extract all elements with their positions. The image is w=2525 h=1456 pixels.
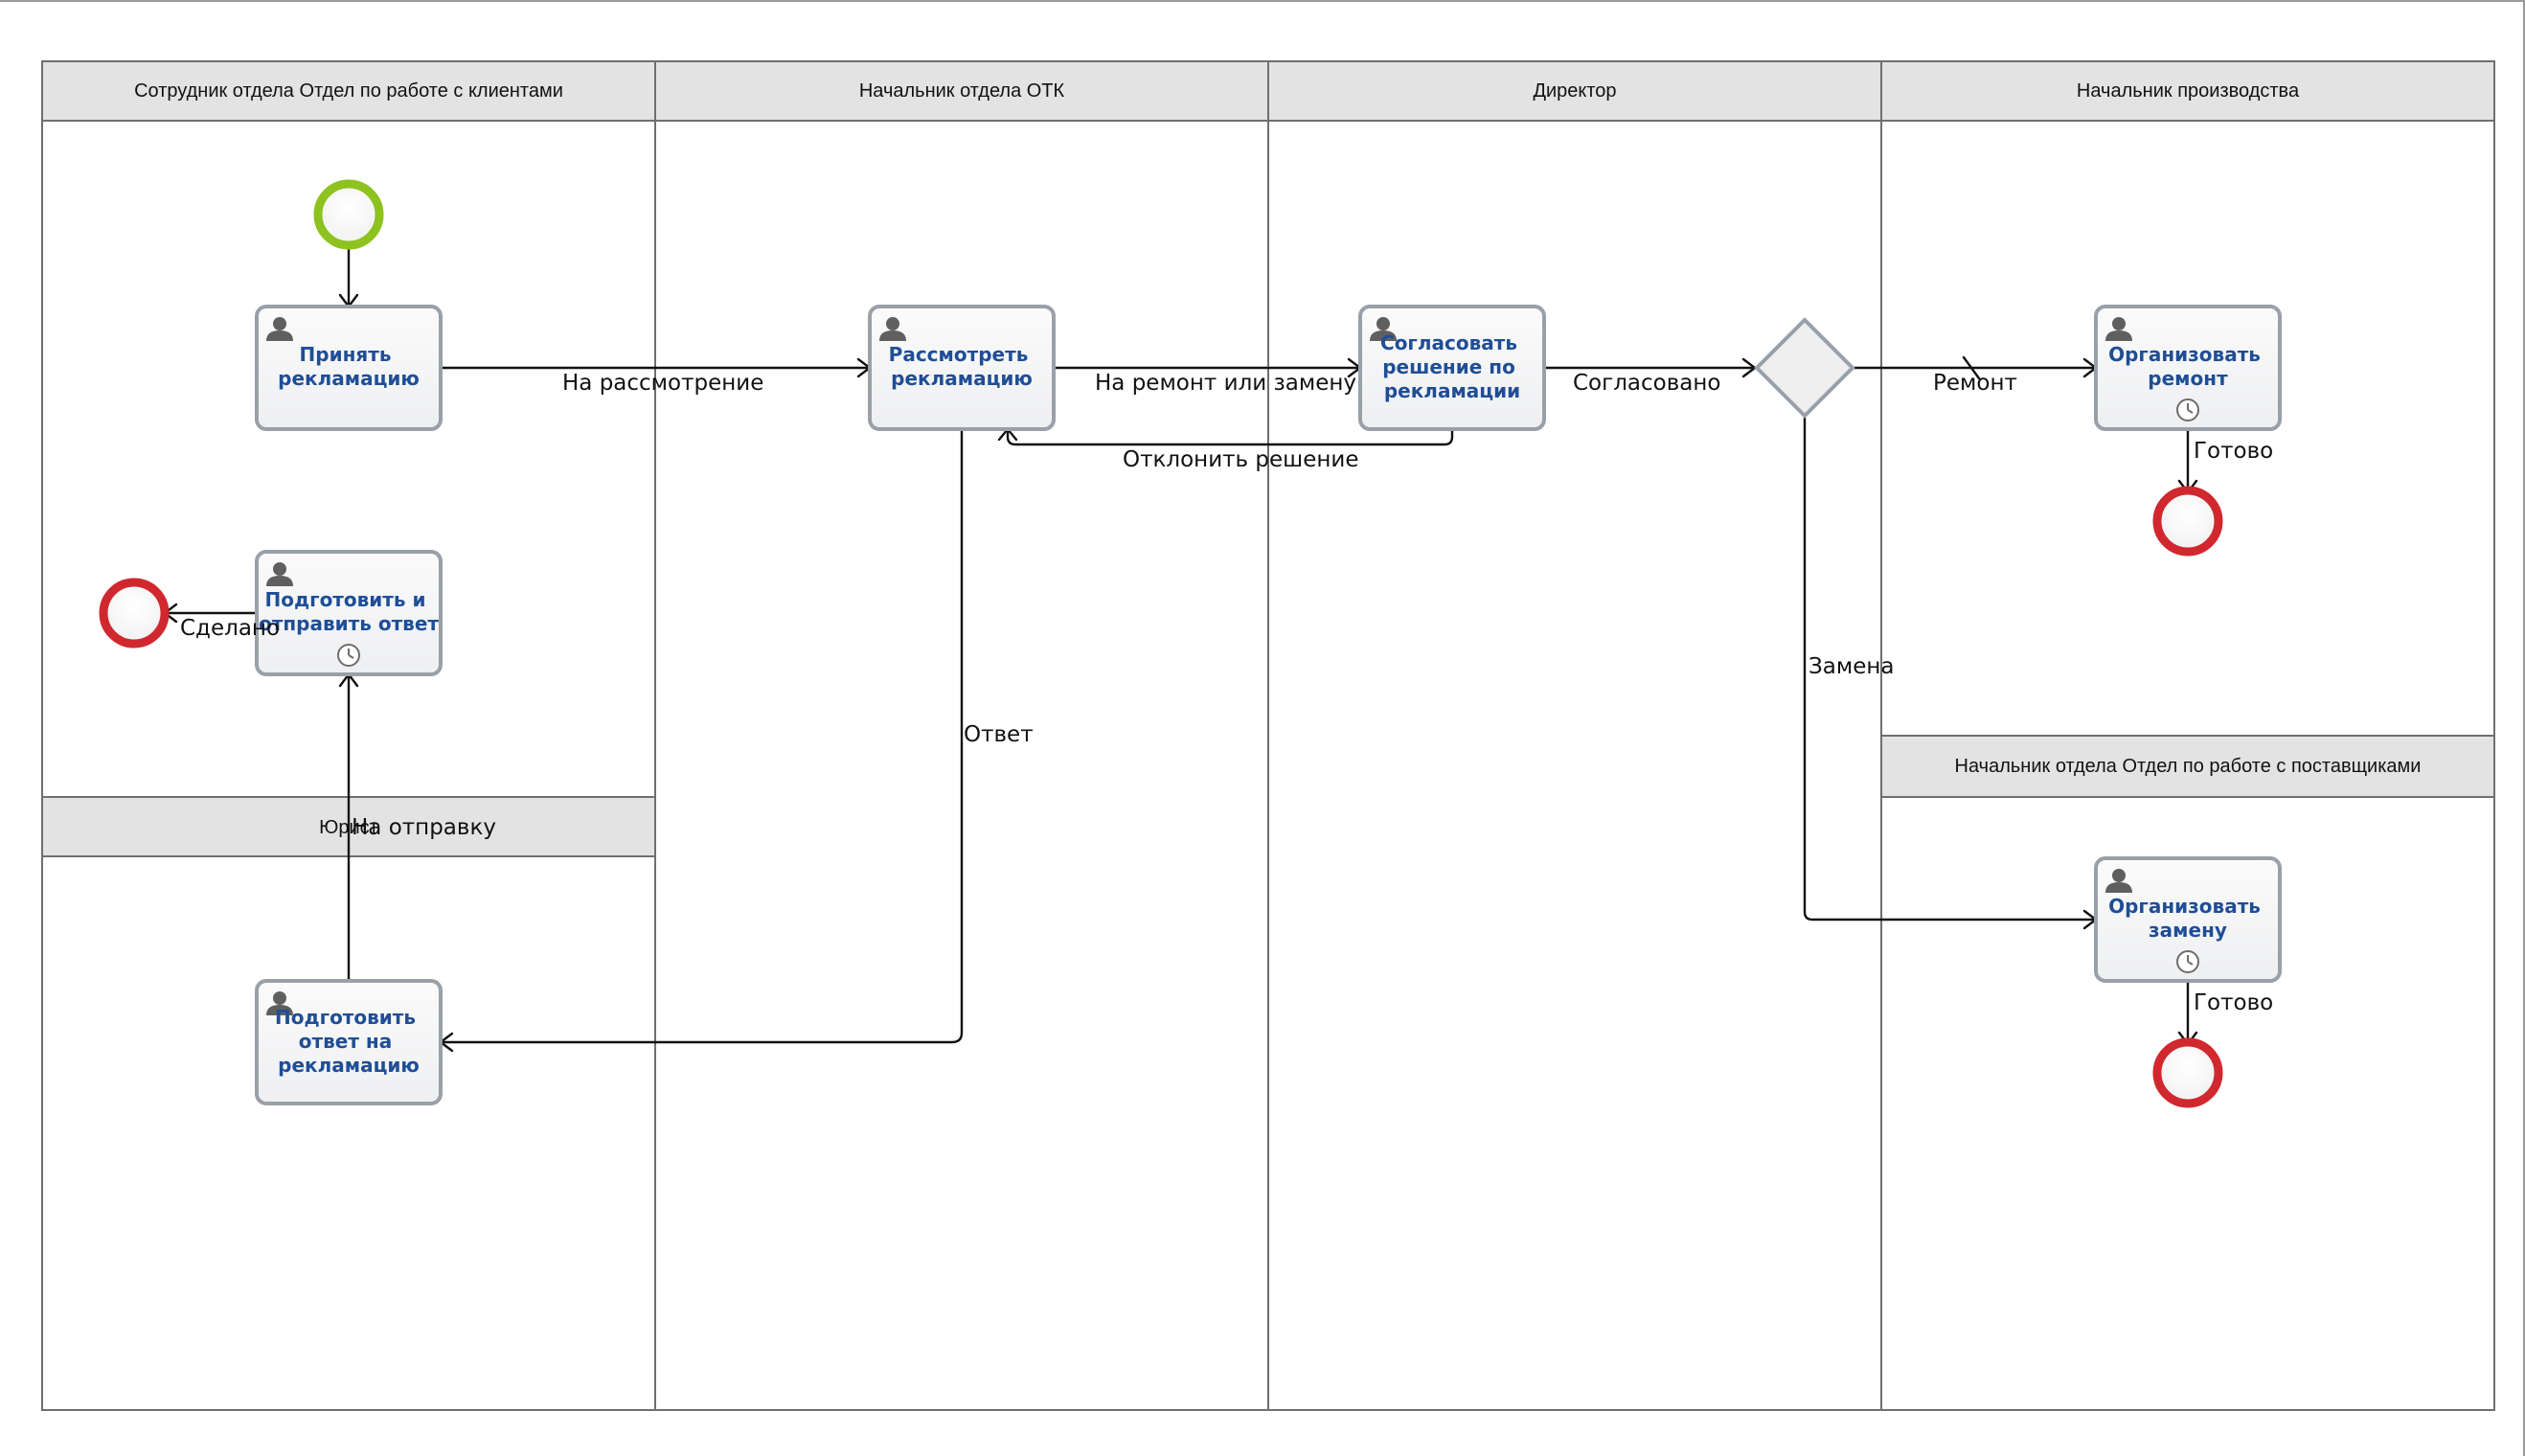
task-label-line: Подготовить и	[264, 588, 425, 611]
events	[99, 179, 2223, 1108]
lane-header-clients	[41, 60, 656, 122]
flow-labels: На рассмотрение На ремонт или замену Отк…	[180, 371, 2273, 1015]
exclusive-gateway[interactable]	[1754, 317, 1855, 419]
svg-text:Рассмотреть рекламацию: Рассмотреть рекламацию	[889, 343, 1035, 390]
end-event-repair[interactable]	[2152, 486, 2223, 557]
task-label-line: рекламацию	[278, 367, 420, 390]
lane-title-suppliers: Начальник отдела Отдел по работе с поста…	[1955, 756, 2422, 777]
task-accept[interactable]: Принять рекламацию	[255, 305, 443, 431]
task-label-line: Рассмотреть	[889, 343, 1029, 366]
end-event-done[interactable]	[99, 578, 170, 648]
task-label-line: замену	[2149, 919, 2227, 942]
flow-label-done: Сделано	[180, 616, 280, 641]
flow-label-repair: Ремонт	[1933, 371, 2017, 396]
svg-text:Подготовить ответ на: Подготовить ответ на рекламацию	[275, 1006, 422, 1077]
clock-icon	[2176, 950, 2199, 973]
task-approve[interactable]: Согласовать решение по рекламации	[1358, 305, 1546, 431]
svg-text:Организовать ремонт: Организовать ремонт	[2108, 343, 2267, 390]
task-label-line: ответ на	[299, 1030, 392, 1053]
task-label-line: Согласовать	[1380, 331, 1517, 354]
task-label-line: рекламации	[1384, 379, 1520, 402]
task-label-line: Принять	[300, 343, 392, 366]
flow-label-done-repair: Готово	[2194, 439, 2273, 464]
task-label-line: Организовать	[2108, 343, 2261, 366]
flow-label-to-send: На отправку	[352, 815, 496, 840]
end-event-replace[interactable]	[2152, 1037, 2223, 1108]
svg-text:Организовать замену: Организовать замену	[2108, 895, 2267, 942]
task-label-line: рекламацию	[891, 367, 1033, 390]
flow-reject[interactable]	[1006, 427, 1454, 446]
task-repair[interactable]: Организовать ремонт	[2094, 305, 2282, 431]
task-label-line: решение по	[1382, 355, 1515, 378]
flow-label-to-repair-or-replace: На ремонт или замену	[1095, 371, 1356, 396]
lane-title-clients: Сотрудник отдела Отдел по работе с клиен…	[134, 80, 563, 102]
start-event[interactable]	[313, 179, 384, 250]
flow-label-done-replace: Готово	[2194, 990, 2273, 1015]
lane-header-suppliers	[1880, 735, 2495, 798]
lane-title-director: Директор	[1533, 80, 1616, 102]
task-replace[interactable]: Организовать замену	[2094, 856, 2282, 983]
svg-text:Согласовать решение по: Согласовать решение по рекламации	[1380, 331, 1524, 402]
sequence-flows	[163, 244, 2198, 1053]
svg-text:Подготовить и отправить: Подготовить и отправить ответ	[259, 588, 439, 635]
flow-label-replace: Замена	[1808, 654, 1894, 679]
lane-title-production: Начальник производства	[2077, 80, 2300, 102]
svg-text:Принять рекламацию: Принять рекламацию	[278, 343, 420, 390]
lane-title-otk: Начальник отдела ОТК	[859, 80, 1065, 102]
lane-separators	[654, 61, 1882, 1410]
task-prepare-send[interactable]: Подготовить и отправить ответ	[255, 550, 443, 676]
flow-label-approved: Согласовано	[1573, 371, 1721, 396]
task-label-line: отправить ответ	[259, 612, 439, 635]
task-label-line: ремонт	[2148, 367, 2228, 390]
task-label-line: Подготовить	[275, 1006, 416, 1029]
flow-label-answer: Ответ	[964, 722, 1034, 747]
task-label-line: Организовать	[2108, 895, 2261, 918]
task-review[interactable]: Рассмотреть рекламацию	[868, 305, 1056, 431]
task-label-line: рекламацию	[278, 1054, 420, 1077]
clock-icon	[2176, 398, 2199, 421]
default-flow-marker	[1962, 355, 1981, 380]
flow-answer[interactable]	[439, 427, 964, 1044]
flow-label-to-review: На рассмотрение	[562, 371, 763, 396]
lane-header-otk	[654, 60, 1269, 122]
flow-label-reject: Отклонить решение	[1123, 447, 1359, 472]
task-prepare-answer[interactable]: Подготовить ответ на рекламацию	[255, 979, 443, 1105]
clock-icon	[337, 644, 360, 667]
flow-replace[interactable]	[1803, 416, 2098, 921]
